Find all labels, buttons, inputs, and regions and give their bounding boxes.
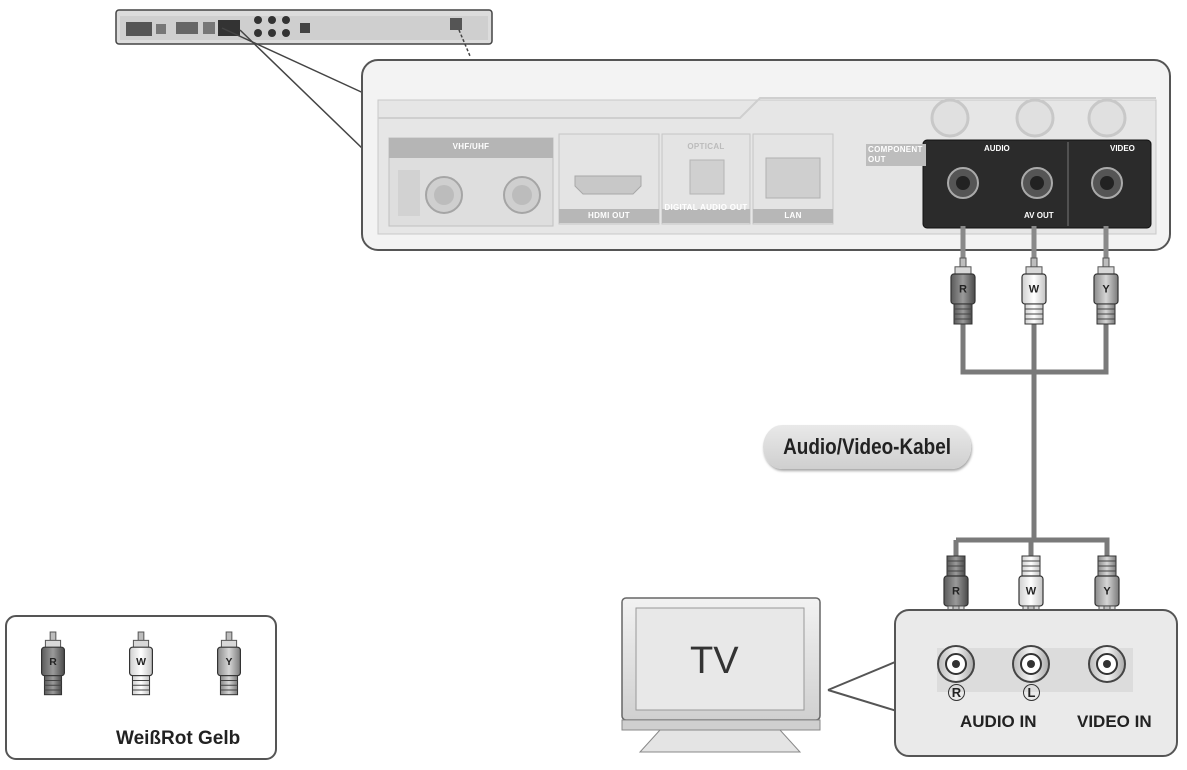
tv-label: TV (690, 640, 739, 682)
plug-letter: R (959, 284, 967, 296)
legend-plug-r: R (40, 631, 65, 696)
plug-letter: Y (1102, 284, 1110, 296)
cable-label: Audio/Video-Kabel (763, 425, 972, 469)
plug-letter: W (136, 657, 146, 668)
tv-device (621, 597, 821, 753)
legend-plug-y: Y (217, 631, 242, 696)
right-channel-mark: R (948, 684, 965, 701)
tv-input-panel (827, 609, 1178, 757)
tv-jack-r (937, 645, 975, 683)
plug-letter: W (1029, 284, 1040, 296)
plug-letter: W (1026, 586, 1037, 598)
left-channel-mark: L (1023, 684, 1040, 701)
plug-letter: R (49, 657, 57, 668)
top-plug-w: W (1021, 257, 1047, 325)
tv-input-jacks (937, 645, 1126, 683)
top-plug-r: R (950, 257, 976, 325)
tv-jack-w (1012, 645, 1050, 683)
tv-jack-y (1088, 645, 1126, 683)
player-device (115, 9, 493, 57)
video-label: VIDEO (1110, 144, 1135, 153)
digital-audio-out-label: DIGITAL AUDIO OUT (664, 203, 748, 212)
lan-label: LAN (784, 211, 802, 220)
top-plug-y: Y (1093, 257, 1119, 325)
av-out-label: AV OUT (1024, 211, 1054, 220)
audio-label: AUDIO (984, 144, 1010, 153)
hdmi-out-label: HDMI OUT (588, 211, 630, 220)
rear-panel (361, 59, 1171, 251)
vhf-uhf-label: VHF/UHF (452, 142, 490, 151)
component-out-label: COMPONENT OUT (866, 144, 926, 166)
legend-plug-w: W (129, 631, 154, 696)
plug-letter: Y (1103, 586, 1111, 598)
audio-in-label: AUDIO IN (960, 712, 1037, 731)
video-in-label: VIDEO IN (1077, 712, 1152, 731)
plug-letter: R (952, 586, 960, 598)
legend-caption: WeißRot Gelb (116, 728, 241, 749)
plug-letter: Y (226, 657, 233, 668)
optical-label: OPTICAL (687, 142, 725, 151)
